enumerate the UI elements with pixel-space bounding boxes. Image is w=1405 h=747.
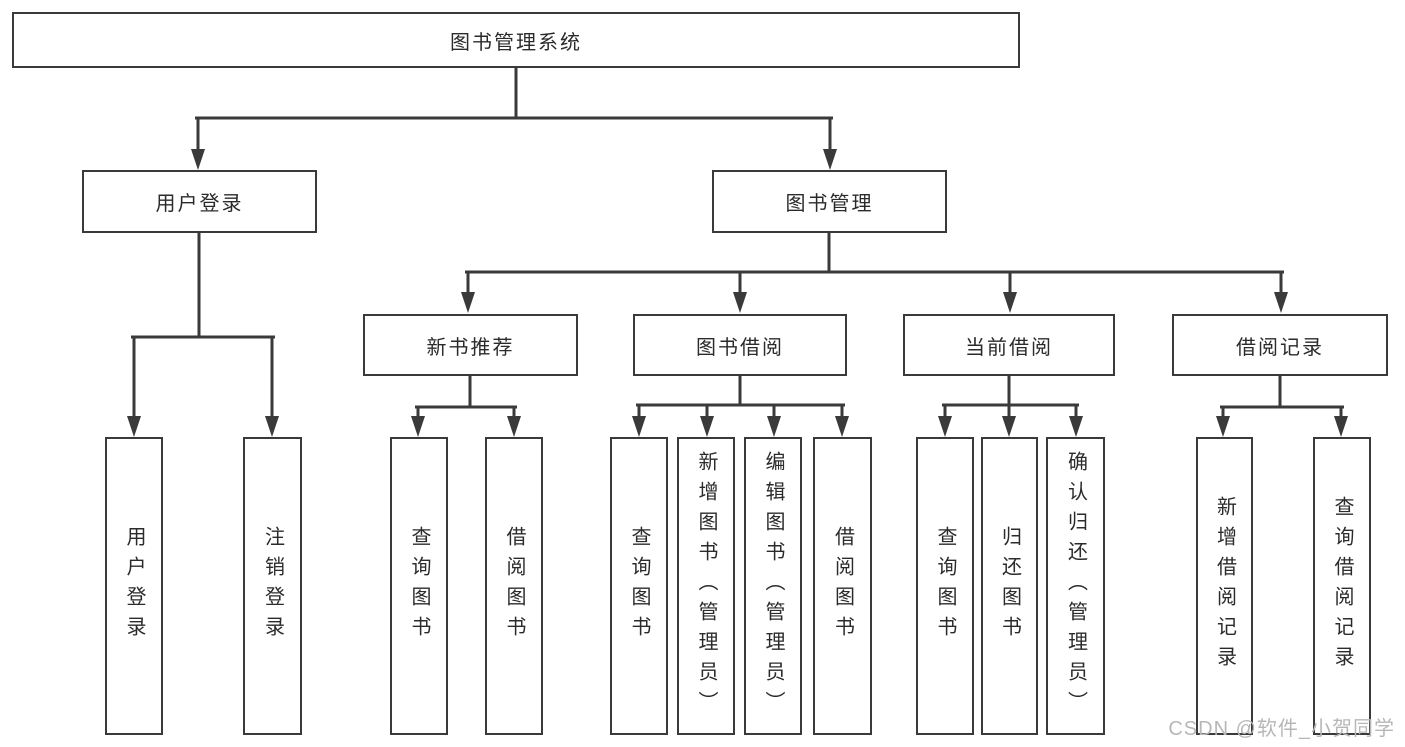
leaf-user-login: 用户登录 (105, 437, 163, 735)
leaf-query-books-2: 查询图书 (610, 437, 668, 735)
node-book-borrowing: 图书借阅 (633, 314, 847, 376)
leaf-label: 借阅图书 (831, 526, 854, 646)
leaf-return-book: 归还图书 (981, 437, 1038, 735)
node-label: 借阅记录 (1236, 336, 1324, 359)
leaf-label: 归还图书 (998, 526, 1021, 646)
leaf-logout: 注销登录 (243, 437, 302, 735)
leaf-query-borrow-record: 查询借阅记录 (1313, 437, 1371, 735)
leaf-label: 用户登录 (123, 526, 145, 646)
leaf-add-book-admin: 新增图书（管理员） (677, 437, 735, 735)
leaf-label: 查询图书 (934, 526, 956, 646)
node-label: 用户登录 (155, 193, 244, 215)
node-label: 图书管理系统 (450, 31, 582, 54)
node-new-book-recommendation: 新书推荐 (363, 314, 578, 376)
node-label: 图书借阅 (696, 336, 784, 359)
node-book-management: 图书管理 (712, 170, 947, 233)
leaf-confirm-return-admin: 确认归还（管理员） (1046, 437, 1105, 735)
leaf-label: 新增图书（管理员） (695, 451, 717, 721)
leaf-borrow-books-1: 借阅图书 (485, 437, 543, 735)
leaf-borrow-books-2: 借阅图书 (813, 437, 872, 735)
leaf-label: 借阅图书 (503, 526, 525, 646)
leaf-label: 注销登录 (261, 526, 284, 646)
leaf-label: 确认归还（管理员） (1064, 451, 1087, 721)
csdn-watermark: CSDN @软件_小贺同学 (1168, 718, 1395, 740)
node-library-management-system: 图书管理系统 (12, 12, 1020, 68)
node-borrowing-records: 借阅记录 (1172, 314, 1388, 376)
arrowheads (127, 149, 1348, 437)
node-label: 当前借阅 (965, 336, 1053, 359)
leaf-label: 编辑图书（管理员） (762, 451, 784, 721)
node-label: 图书管理 (785, 193, 874, 215)
leaf-add-borrow-record: 新增借阅记录 (1196, 437, 1253, 735)
leaf-label: 查询图书 (628, 526, 650, 646)
node-current-borrowing: 当前借阅 (903, 314, 1115, 376)
leaf-edit-book-admin: 编辑图书（管理员） (744, 437, 802, 735)
node-label: 新书推荐 (426, 336, 515, 359)
leaf-label: 查询图书 (408, 526, 430, 646)
node-user-login: 用户登录 (82, 170, 317, 233)
leaf-query-books-1: 查询图书 (390, 437, 448, 735)
leaf-label: 新增借阅记录 (1213, 496, 1236, 676)
leaf-query-books-3: 查询图书 (916, 437, 974, 735)
leaf-label: 查询借阅记录 (1331, 496, 1353, 676)
